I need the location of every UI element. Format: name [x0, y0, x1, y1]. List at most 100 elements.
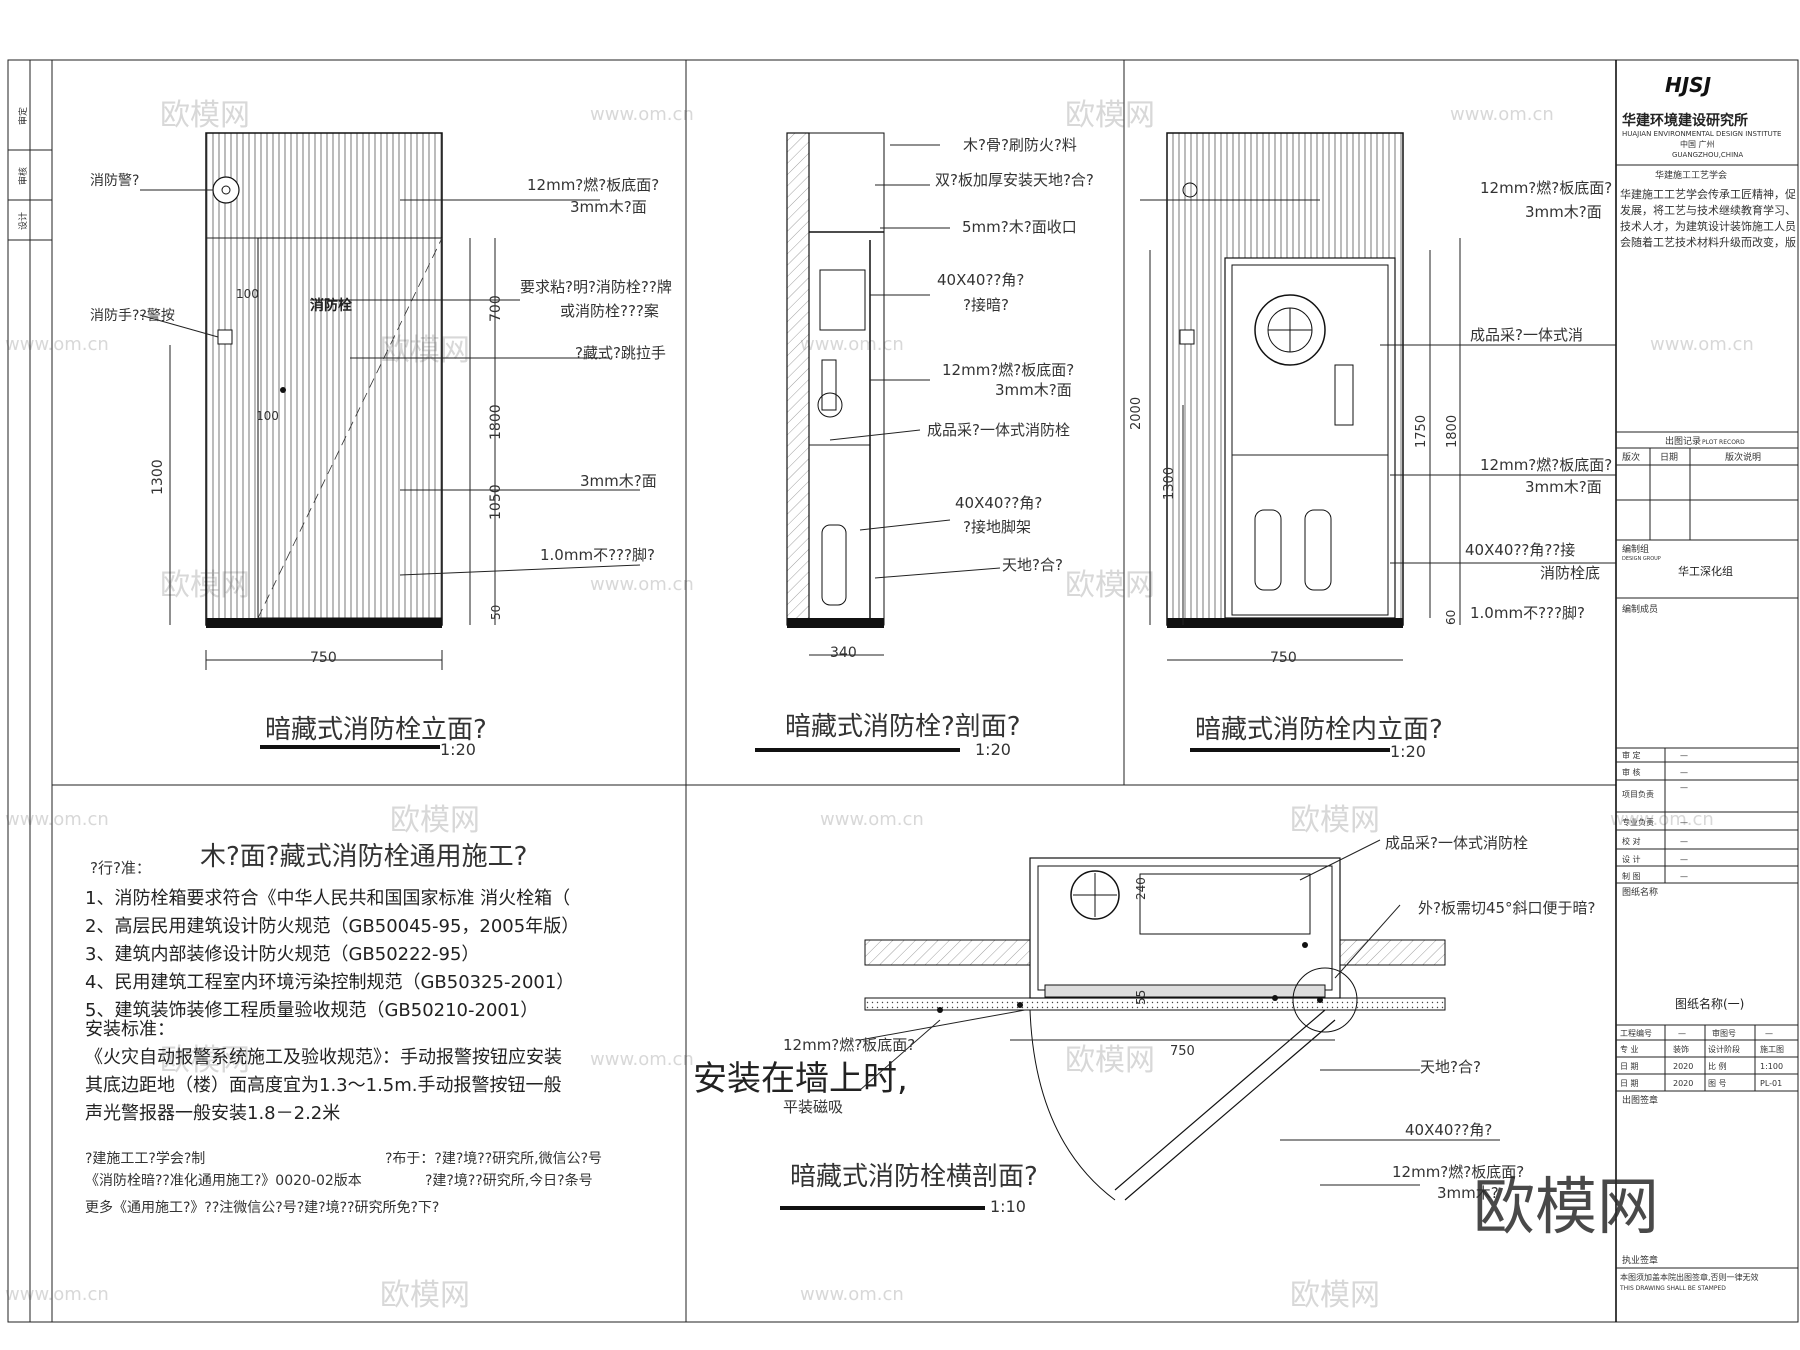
label-integrated: 成品采?一体式消防栓 — [1385, 834, 1528, 852]
label-board-2: 12mm?燃?板底面? — [1480, 456, 1612, 474]
label-angle: 40X40??角? — [1405, 1121, 1492, 1139]
svg-text:专 业: 专 业 — [1620, 1044, 1639, 1054]
label-kick: 1.0mm不???脚? — [1470, 604, 1585, 622]
label-pull-handle: ?藏式?跳拉手 — [575, 344, 666, 362]
label-sign-req-2: 或消防栓???案 — [560, 302, 659, 320]
sign-value: — — [1680, 872, 1688, 881]
std-label: ?行?准： — [90, 859, 151, 877]
label-veneer-2: 3mm木?面 — [580, 472, 657, 490]
watermark-brand: 欧模网 — [1065, 98, 1155, 133]
dim-1050: 1050 — [488, 484, 504, 520]
label-veneer: 3mm木?面 — [995, 381, 1072, 399]
sign-label: 项目负责 — [1622, 789, 1654, 799]
hose-reel-icon — [1070, 870, 1120, 920]
design-group-sub: DESIGN GROUP — [1622, 556, 1661, 562]
svg-text:日 期: 日 期 — [1620, 1062, 1639, 1071]
hose-reel-icon — [1254, 294, 1326, 366]
watermark-url: www.om.cn — [5, 809, 109, 830]
sign-label: 审 核 — [1622, 767, 1641, 777]
view4-scale: 1:10 — [990, 1197, 1026, 1216]
install-line: 《火灾自动报警系统施工及验收规范》：手动报警按钮应安装 — [85, 1047, 562, 1068]
stamp-text: 执业签章 — [1622, 1254, 1658, 1266]
sign-value: — — [1680, 855, 1688, 864]
strip-label: 审定 — [17, 107, 29, 125]
note-item: 2、高层民用建筑设计防火规范（GB50045-95，2005年版） — [85, 916, 579, 937]
view3-scale: 1:20 — [1390, 742, 1426, 761]
label-veneer-2: 3mm木?面 — [1525, 478, 1602, 496]
drawing-name-label: 图纸名称 — [1622, 886, 1658, 898]
sign-label: 专业负责 — [1622, 817, 1654, 827]
footer-line: ?布于：?建?境??研究所,微信公?号 — [385, 1151, 602, 1167]
dim-1300: 1300 — [1162, 467, 1177, 500]
issue-col: 版次说明 — [1725, 451, 1761, 463]
watermark-url: www.om.cn — [590, 104, 694, 125]
intro-line: 技术人才，为建筑设计装饰施工人员 — [1620, 219, 1796, 233]
view1-scale: 1:20 — [440, 740, 476, 759]
label-kick: 1.0mm不???脚? — [540, 546, 655, 564]
label-veneer: 3mm木?面 — [1525, 203, 1602, 221]
install-label: 安装标准： — [85, 1019, 175, 1040]
strip-label: 设计 — [17, 212, 29, 230]
members-label: 编制成员 — [1622, 603, 1658, 615]
design-group-value: 华工深化组 — [1678, 564, 1733, 578]
cabinet-panel — [205, 132, 443, 626]
view3-inner-elevation: 12mm?燃?板底面? 3mm木?面 成品采?一体式消 12mm?燃?板底面? … — [1129, 132, 1616, 761]
view4-title: 暗藏式消防栓横剖面? — [790, 1162, 1038, 1192]
label-angle: 40X40??角??接 — [1465, 541, 1575, 559]
label-board-2: 12mm?燃?板底面? — [1392, 1163, 1524, 1181]
footer-sub: THIS DRAWING SHALL BE STAMPED — [1619, 1285, 1726, 1292]
label-fire-hydrant: 消防栓 — [310, 297, 352, 314]
sign-label: 审 定 — [1622, 750, 1641, 760]
svg-text:2020: 2020 — [1673, 1062, 1693, 1071]
base-kick — [206, 618, 442, 628]
footer-line: ?建?境??研究所,今日?条号 — [425, 1172, 593, 1189]
label-weld: ?接暗? — [963, 296, 1009, 314]
label-floor: 天地?合? — [1420, 1058, 1481, 1076]
label-foot: ?接地脚架 — [963, 518, 1031, 536]
label-double-board: 双?板加厚安装天地?合? — [935, 171, 1094, 189]
dim-700: 700 — [488, 295, 504, 322]
svg-text:装饰: 装饰 — [1673, 1044, 1689, 1054]
view1-title: 暗藏式消防栓立面? — [265, 715, 487, 745]
dim-100: 100 — [236, 287, 259, 301]
note-item: 5、建筑装饰装修工程质量验收规范（GB50210-2001） — [85, 1000, 538, 1021]
watermark-url: www.om.cn — [5, 334, 109, 355]
label-edge: 5mm?木?面收口 — [962, 218, 1077, 236]
alarm-bell-icon — [212, 176, 240, 204]
svg-text:比 例: 比 例 — [1708, 1061, 1727, 1071]
brand-watermark-logo: 欧模网 — [1473, 1170, 1659, 1243]
note-item: 3、建筑内部装修设计防火规范（GB50222-95） — [85, 944, 479, 965]
institute-en: HUAJIAN ENVIRONMENTAL DESIGN INSTITUTE — [1622, 130, 1781, 138]
issue-col: 日期 — [1660, 452, 1678, 463]
install-line: 其底边距地（楼）面高度宜为1.3～1.5m.手动报警按钮一般 — [85, 1075, 562, 1096]
label-angle: 40X40??角? — [937, 271, 1024, 289]
dim-100: 100 — [256, 409, 279, 423]
label-angle-2: 40X40??角? — [955, 494, 1042, 512]
watermark-brand: 欧模网 — [160, 98, 250, 133]
society-name: 华建施工工艺学会 — [1655, 169, 1727, 181]
label-manual-button: 消防手??警按 — [90, 308, 175, 324]
sheet-frame — [7, 59, 1799, 1323]
label-floor: 天地?合? — [1002, 556, 1063, 574]
label-board: 12mm?燃?板底面? — [1480, 179, 1612, 197]
watermark-url: www.om.cn — [1610, 809, 1714, 830]
watermark-url: www.om.cn — [5, 1284, 109, 1305]
label-sign-req: 要求粘?明?消防栓??牌 — [520, 278, 672, 296]
intro-line: 会随着工艺技术材料升级而改变，版 — [1620, 235, 1796, 249]
dim-750: 750 — [1170, 1044, 1195, 1059]
title-block: HJSJ 华建环境建设研究所 HUAJIAN ENVIRONMENTAL DES… — [1616, 73, 1798, 1292]
valve-icon — [1334, 364, 1354, 426]
sign-value: — — [1680, 751, 1688, 760]
left-strip: 审定 审核 设计 — [17, 107, 29, 230]
watermark-brand: 欧模网 — [1290, 1278, 1380, 1313]
watermark-url: www.om.cn — [590, 574, 694, 595]
label-veneer: 3mm木? — [1437, 1184, 1499, 1202]
view1-elevation: 消防警? 消防手??警按 消防栓 12mm?燃?板底面? 3mm木?面 要求粘?… — [90, 132, 672, 759]
svg-text:设计阶段: 设计阶段 — [1708, 1044, 1740, 1054]
drawing-name: 图纸名称(一) — [1675, 996, 1744, 1011]
footer-note: 本图须加盖本院出图签章,否则一律无效 — [1620, 1272, 1759, 1282]
note-item: 1、消防栓箱要求符合《中华人民共和国国家标准 消火栓箱（ — [85, 888, 570, 909]
dim-750: 750 — [1270, 650, 1297, 666]
general-notes: ?行?准： 木?面?藏式消防栓通用施工? 1、消防栓箱要求符合《中华人民共和国国… — [85, 842, 602, 1216]
footer-line: 《消防栓暗??准化通用施工?》0020-02版本 — [85, 1173, 362, 1189]
